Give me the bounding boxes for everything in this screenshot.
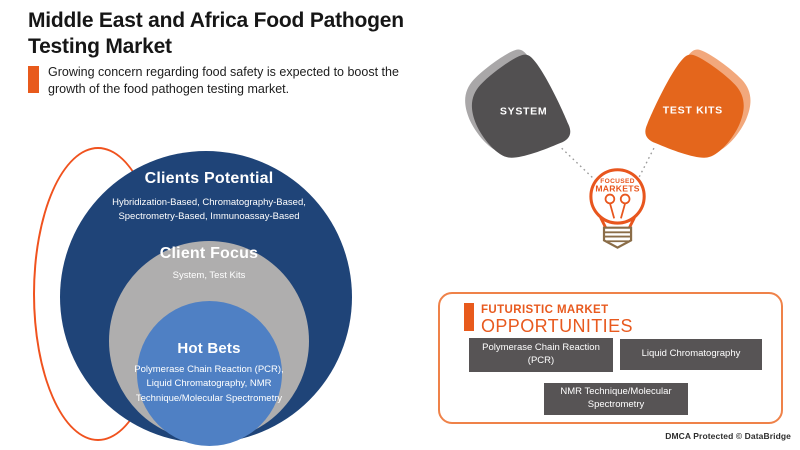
bulb-label-line1: FOCUSED: [600, 178, 635, 185]
client-focus-items: System, Test Kits: [172, 270, 246, 281]
circle-hot-bets: [137, 301, 282, 446]
header: Middle East and Africa Food Pathogen Tes…: [28, 8, 488, 97]
clients-potential-label: Clients Potential: [144, 170, 274, 187]
opportunities-heading: FUTURISTIC MARKET OPPORTUNITIES: [464, 303, 633, 337]
opportunity-box-liquid-chromatography: Liquid Chromatography: [615, 339, 762, 375]
subtitle-text: Growing concern regarding food safety is…: [48, 65, 399, 96]
client-focus-label: Client Focus: [159, 245, 259, 262]
dmca-copyright-text: DMCA Protected © DataBridge: [665, 431, 791, 441]
focused-markets-graphic: SYSTEM TEST KITS: [465, 49, 751, 249]
system-shape-label: SYSTEM: [500, 105, 547, 117]
bulb-filament: [604, 193, 631, 219]
bulb-label-line2: MARKETS: [595, 183, 639, 193]
opportunities-panel: FUTURISTIC MARKET OPPORTUNITIES Polymera…: [438, 292, 783, 424]
dashed-connector-lines: [561, 147, 655, 185]
subtitle-row: Growing concern regarding food safety is…: [28, 64, 488, 97]
lightbulb-icon: FOCUSED MARKETS: [589, 168, 646, 249]
heading-line2: OPPORTUNITIES: [481, 316, 633, 336]
heading-bullet-bar: [464, 303, 474, 331]
bulb-base: [602, 226, 633, 249]
opportunity-box-nmr: NMR Technique/Molecular Spectrometry: [539, 383, 688, 420]
test-kits-shape: [645, 49, 751, 158]
hot-bets-items: Polymerase Chain Reaction (PCR), Liquid …: [134, 364, 284, 404]
system-shape: [465, 49, 571, 158]
clients-potential-items: Hybridization-Based, Chromatography-Base…: [112, 197, 306, 223]
hot-bets-label: Hot Bets: [177, 340, 241, 357]
opportunity-box-pcr: Polymerase Chain Reaction (PCR): [464, 338, 613, 377]
test-kits-shape-label: TEST KITS: [663, 105, 723, 117]
page-title: Middle East and Africa Food Pathogen Tes…: [28, 9, 404, 58]
heading-line1: FUTURISTIC MARKET: [481, 304, 609, 316]
subtitle-bullet-bar: [28, 66, 39, 94]
